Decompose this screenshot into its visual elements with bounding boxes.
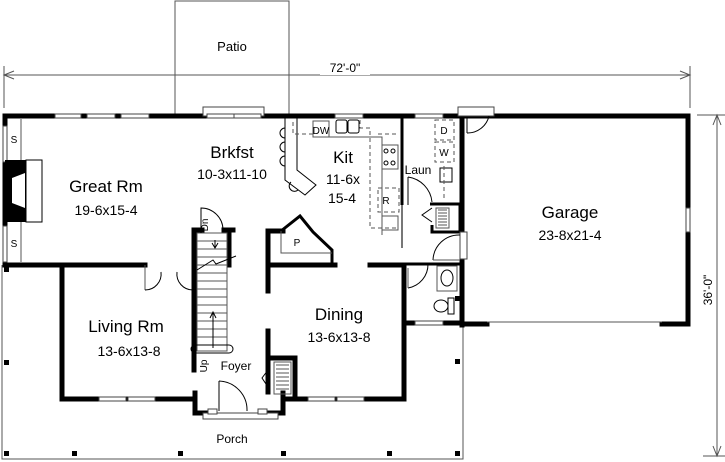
- kitchen-label: Kit: [333, 148, 353, 167]
- coat-closet-shelves-icon: [273, 361, 292, 395]
- cooktop-icon: [381, 144, 399, 170]
- garage-side-door-swing: [466, 115, 490, 134]
- kitchen-size-line2: 15-4: [328, 190, 356, 206]
- stool-icon: [288, 181, 299, 192]
- french-door-left: [144, 271, 162, 291]
- porch-label: Porch: [216, 432, 247, 446]
- laundry-door-swing: [407, 176, 433, 203]
- width-dimension: 72'-0": [2, 61, 692, 108]
- overall-depth-label: 36'-0": [701, 275, 715, 306]
- half-bath: [402, 262, 462, 315]
- kitchen-size-line1: 11-6x: [326, 171, 360, 187]
- refrigerator-label: R: [382, 196, 389, 207]
- depth-dimension: 36'-0": [697, 113, 725, 458]
- stair-landing-rail: [190, 344, 234, 354]
- stool-icon: [279, 141, 286, 153]
- staircase: Dn Up: [190, 207, 237, 372]
- washer-label: W: [439, 148, 449, 159]
- great-room-label: Great Rm: [69, 177, 143, 196]
- stair-down-label: Dn: [200, 219, 211, 232]
- garage-size: 23-8x21-4: [538, 227, 601, 243]
- pantry-label: P: [294, 238, 301, 249]
- sink-icon: [335, 119, 360, 134]
- front-door-swing: [218, 380, 248, 412]
- refrigerator-outline: [377, 187, 400, 213]
- porch-posts: [4, 267, 460, 456]
- foyer: Foyer: [218, 359, 292, 412]
- dining-label: Dining: [315, 305, 363, 324]
- fireplace-icon: [5, 159, 43, 223]
- vanity: [436, 265, 458, 292]
- dining-size: 13-6x13-8: [307, 329, 370, 345]
- stair-break-line: [196, 255, 237, 271]
- bathroom-sink-icon: [440, 269, 454, 287]
- great-room: S S Great Rm 19-6x15-4: [2, 119, 143, 263]
- windows: [54, 106, 444, 420]
- garage-label: Garage: [542, 203, 599, 222]
- living-room-size: 13-6x13-8: [97, 343, 160, 359]
- pantry: P: [280, 213, 334, 263]
- foyer-label: Foyer: [221, 359, 252, 373]
- stool-icon: [279, 127, 286, 139]
- patio-outline: [174, 0, 290, 116]
- closet-door-icon: [421, 207, 433, 223]
- interior-walls: [144, 227, 407, 401]
- basement-door-swing: [200, 207, 224, 233]
- kitchen: DW R Kit 11-6x 15-4: [279, 118, 400, 235]
- bath-door-swing: [407, 263, 429, 289]
- laundry-label: Laun: [405, 163, 432, 177]
- coat-closet-door-icon: [261, 369, 269, 388]
- laundry-sink-icon: [439, 167, 453, 183]
- shelf-top-label: S: [11, 135, 18, 146]
- breakfast-label: Brkfst: [210, 143, 254, 162]
- garage-entry-door-swing: [432, 234, 461, 261]
- closet-shelves-icon: [435, 207, 450, 229]
- living-room-label: Living Rm: [88, 317, 164, 336]
- washer-outline: [434, 141, 455, 163]
- laundry: Laun D W: [405, 119, 468, 261]
- dryer-outline: [434, 119, 455, 141]
- dryer-label: D: [440, 126, 447, 137]
- breakfast-size: 10-3x11-10: [197, 166, 267, 182]
- dishwasher-label: DW: [313, 126, 330, 137]
- patio-label: Patio: [217, 39, 247, 54]
- breakfast-room: Brkfst 10-3x11-10: [197, 143, 267, 182]
- kitchen-island: [284, 118, 317, 196]
- garage: Garage 23-8x21-4: [457, 106, 691, 327]
- stool-icon: [279, 155, 286, 167]
- stair-up-label: Up: [199, 359, 210, 372]
- great-room-size: 19-6x15-4: [74, 202, 137, 218]
- french-door-right: [176, 271, 194, 291]
- overall-width-label: 72'-0": [330, 61, 361, 75]
- shelf-bottom-label: S: [11, 239, 18, 250]
- toilet-icon: [433, 297, 455, 315]
